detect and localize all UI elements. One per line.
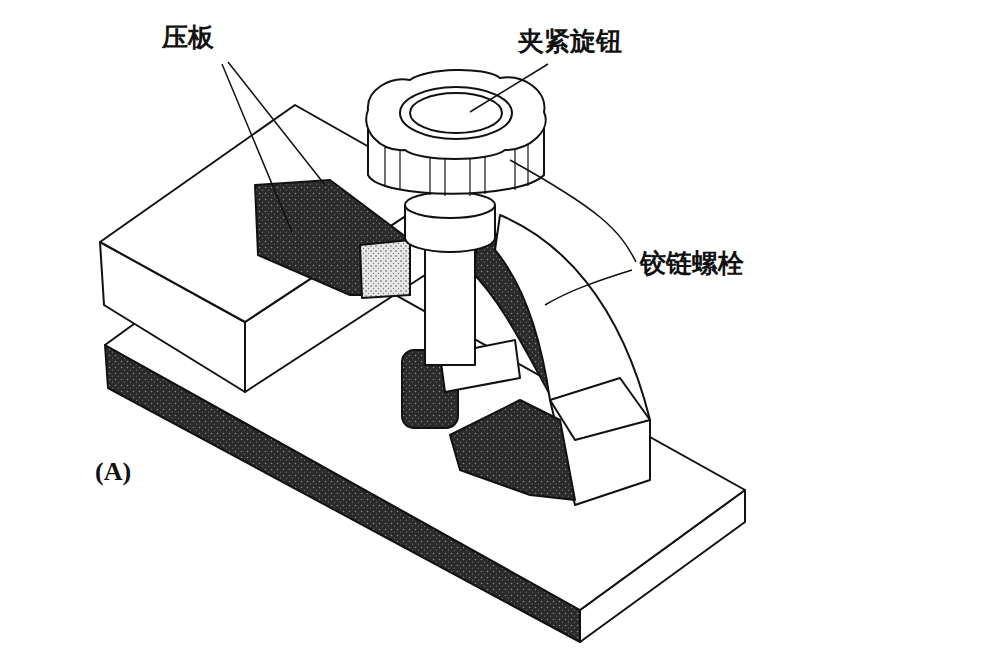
part-label: 压板 [162, 24, 214, 53]
figure-label: (A) [95, 458, 131, 487]
part-label: 铰链螺栓 [640, 250, 744, 279]
part-label: 夹紧旋钮 [518, 28, 622, 57]
